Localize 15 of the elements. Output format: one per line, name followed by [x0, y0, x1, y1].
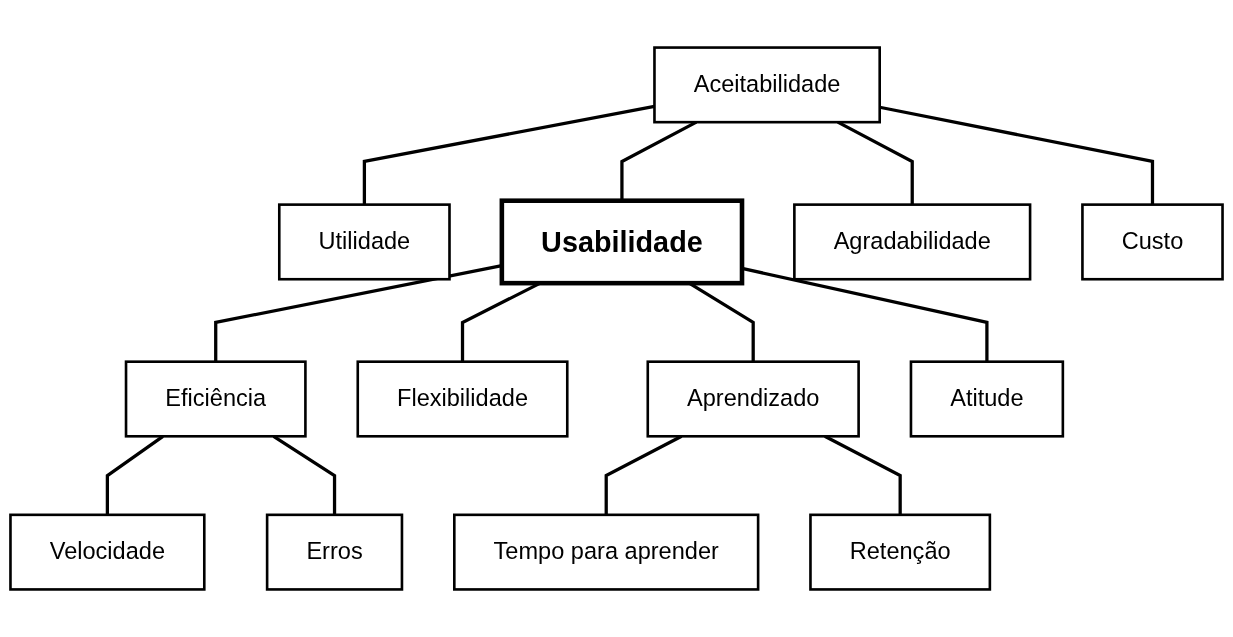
node-box: Tempo para aprender [453, 513, 760, 591]
node-box: Velocidade [9, 513, 206, 591]
connector [879, 105, 1155, 205]
node-box: Atitude [909, 360, 1065, 438]
node-box: Retenção [809, 513, 992, 591]
node-box: Aprendizado [646, 360, 860, 438]
node-box: Eficiência [124, 360, 307, 438]
node-box: Custo [1081, 203, 1224, 281]
node-box: Flexibilidade [356, 360, 569, 438]
connector [362, 104, 655, 205]
node-box: Erros [265, 513, 404, 591]
node-box: Utilidade [277, 203, 451, 281]
node-box: Agradabilidade [793, 203, 1032, 281]
node-box: Aceitabilidade [653, 46, 881, 124]
node-box: Usabilidade [499, 198, 745, 286]
